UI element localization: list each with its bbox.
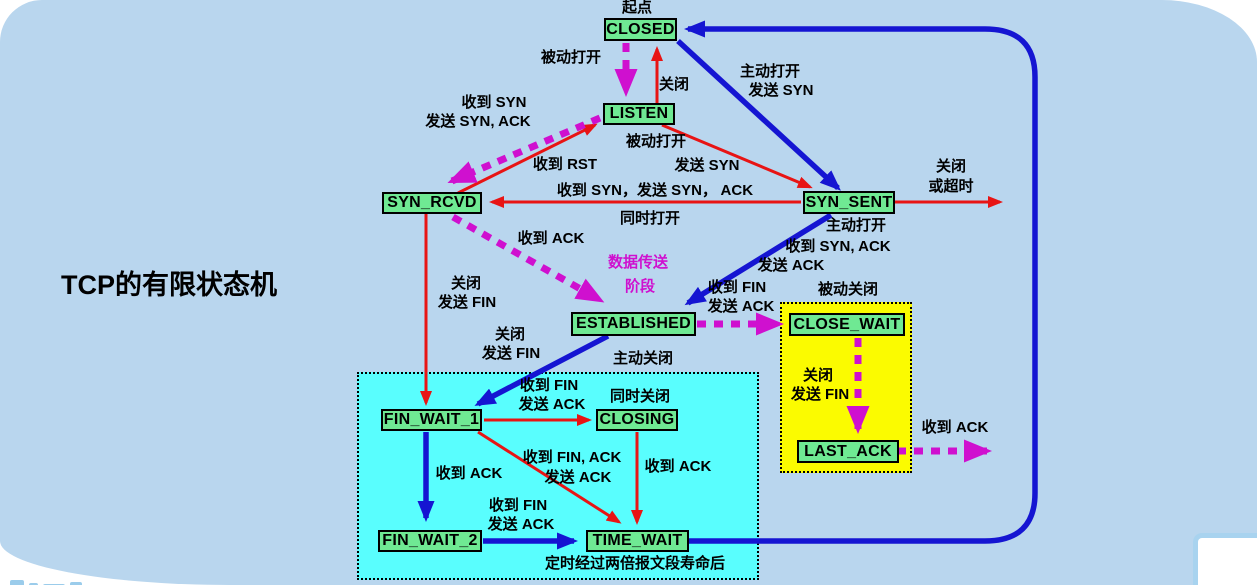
label-passive-open-listen: 被动打开 [625,133,687,150]
state-box-time-wait: TIME_WAIT [586,530,689,552]
label-or-timeout: 或超时 [928,178,974,195]
label-recv-ack-closing: 收到 ACK [644,458,712,475]
label-send-syn-2: 发送 SYN [674,157,740,174]
label-send-ack-fw1: 发送 ACK [518,396,586,413]
label-active-open-2: 主动打开 [825,217,887,234]
label-timer-2msl: 定时经过两倍报文段寿命后 [544,555,726,572]
state-box-listen: LISTEN [603,103,675,125]
label-recv-fin-fw2: 收到 FIN [488,497,548,514]
label-recv-fin-est: 收到 FIN [707,279,767,296]
label-recv-syn-send-syn-ack: 收到 SYN，发送 SYN， ACK [556,182,754,199]
arrow-synrcvd-to-listen [457,123,598,195]
arrow-timewait-loop-to-closed [684,20,1038,544]
state-box-fin-wait-2: FIN_WAIT_2 [378,530,482,552]
page-title: TCP的有限状态机 [61,270,277,300]
label-active-close: 主动关闭 [612,350,674,367]
label-recv-ack-synrcvd: 收到 ACK [517,230,585,247]
state-box-established: ESTABLISHED [571,312,696,336]
label-recv-ack-fw1: 收到 ACK [435,465,503,482]
label-recv-fin-ack: 收到 FIN, ACK [522,449,622,466]
label-data-transfer-1: 数据传送 [607,254,669,271]
label-recv-rst: 收到 RST [532,156,598,173]
watermark-glyph [29,583,38,585]
label-send-ack-fw2: 发送 ACK [487,516,555,533]
state-box-syn-sent: SYN_SENT [803,191,895,214]
arrow-listen-to-synsent [661,123,813,189]
label-send-syn-ack: 发送 SYN, ACK [425,113,531,130]
label-recv-fin-fw1: 收到 FIN [519,377,579,394]
state-box-closed: CLOSED [604,18,677,41]
label-send-fin-cw: 发送 FIN [790,386,850,403]
state-box-close-wait: CLOSE_WAIT [789,313,905,336]
label-recv-ack-lastack: 收到 ACK [921,419,989,436]
label-send-ack-synsent: 发送 ACK [757,257,825,274]
label-close-top: 关闭 [658,76,690,93]
label-send-ack-est: 发送 ACK [707,298,775,315]
watermark-glyph [10,580,24,585]
label-close-right: 关闭 [935,158,967,175]
state-box-syn-rcvd: SYN_RCVD [382,192,482,214]
arrow-synrcvd-to-established [451,213,605,304]
label-simultaneous-open: 同时打开 [619,210,681,227]
arrow-synsent-to-established [684,212,833,306]
label-data-transfer-2: 阶段 [624,278,656,295]
label-origin: 起点 [621,0,653,16]
label-active-open-1: 主动打开 [739,63,801,80]
arrow-established-to-finwait1 [474,333,610,407]
label-close-synrcvd: 关闭 [450,275,482,292]
label-recv-syn-ack-2: 收到 SYN, ACK [785,238,891,255]
label-close-cw: 关闭 [802,367,834,384]
state-box-closing: CLOSING [596,409,678,431]
arrow-closed-to-synsent [676,38,841,191]
label-send-fin-est: 发送 FIN [481,345,541,362]
label-send-syn-1: 发送 SYN [748,82,814,99]
label-recv-syn: 收到 SYN [461,94,527,111]
watermark-logo [10,572,130,585]
state-box-fin-wait-1: FIN_WAIT_1 [381,409,482,431]
label-send-fin-synrcvd: 发送 FIN [437,294,497,311]
arrow-finwait1-to-timewait [477,430,622,524]
label-passive-close: 被动关闭 [817,281,879,298]
state-box-last-ack: LAST_ACK [797,440,899,463]
watermark-glyph [70,582,82,585]
label-passive-open-top: 被动打开 [540,49,602,66]
label-send-ack-diag: 发送 ACK [544,469,612,486]
label-close-est: 关闭 [494,326,526,343]
video-overlay-box [1193,533,1257,585]
label-simultaneous-close: 同时关闭 [609,388,671,405]
